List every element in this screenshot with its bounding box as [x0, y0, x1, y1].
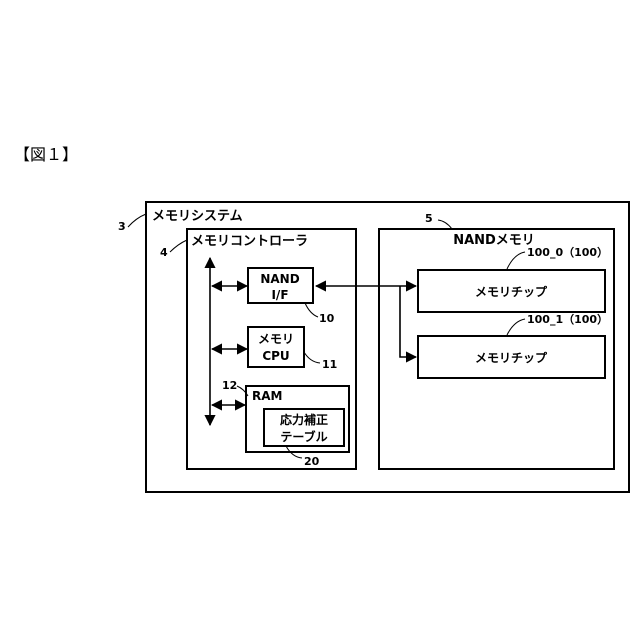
nand-if-line2: I/F: [271, 288, 288, 302]
memory-system-ref: 3: [118, 220, 126, 233]
cpu-line1: メモリ: [258, 332, 294, 346]
nand-if-to-chip1-arrow: [400, 286, 416, 357]
nand-if-ref: 10: [319, 312, 335, 325]
stress-table-line1: 応力補正: [280, 412, 328, 427]
memory-chip-0-leader: [507, 252, 525, 269]
ram-ref: 12: [222, 379, 237, 392]
memory-chip-1-ref: 100_1（100）: [527, 313, 608, 326]
stress-table-ref: 20: [304, 455, 320, 468]
nand-memory-title: NANDメモリ: [453, 233, 535, 248]
cpu-line2: CPU: [262, 349, 289, 363]
nand-memory-ref: 5: [425, 212, 433, 225]
ram-title: RAM: [252, 389, 282, 403]
cpu-leader: [304, 352, 320, 363]
cpu-ref: 11: [322, 358, 337, 371]
nand-memory-box: [379, 229, 614, 469]
nand-memory-leader: [438, 220, 452, 229]
memory-system-leader: [128, 214, 146, 227]
memory-chip-1-label: メモリチップ: [475, 350, 548, 365]
memory-chip-0-label: メモリチップ: [475, 284, 548, 299]
stress-table-line2: テーブル: [280, 429, 327, 444]
figure-label: 【図１】: [14, 145, 78, 164]
memory-controller-ref: 4: [160, 246, 168, 259]
nand-if-line1: NAND: [260, 272, 299, 286]
memory-system-title: メモリシステム: [152, 209, 243, 224]
memory-controller-leader: [170, 240, 187, 252]
memory-chip-1-leader: [507, 319, 525, 335]
memory-controller-title: メモリコントローラ: [191, 234, 308, 249]
nand-if-leader: [305, 303, 318, 317]
memory-chip-0-ref: 100_0（100）: [527, 246, 608, 259]
